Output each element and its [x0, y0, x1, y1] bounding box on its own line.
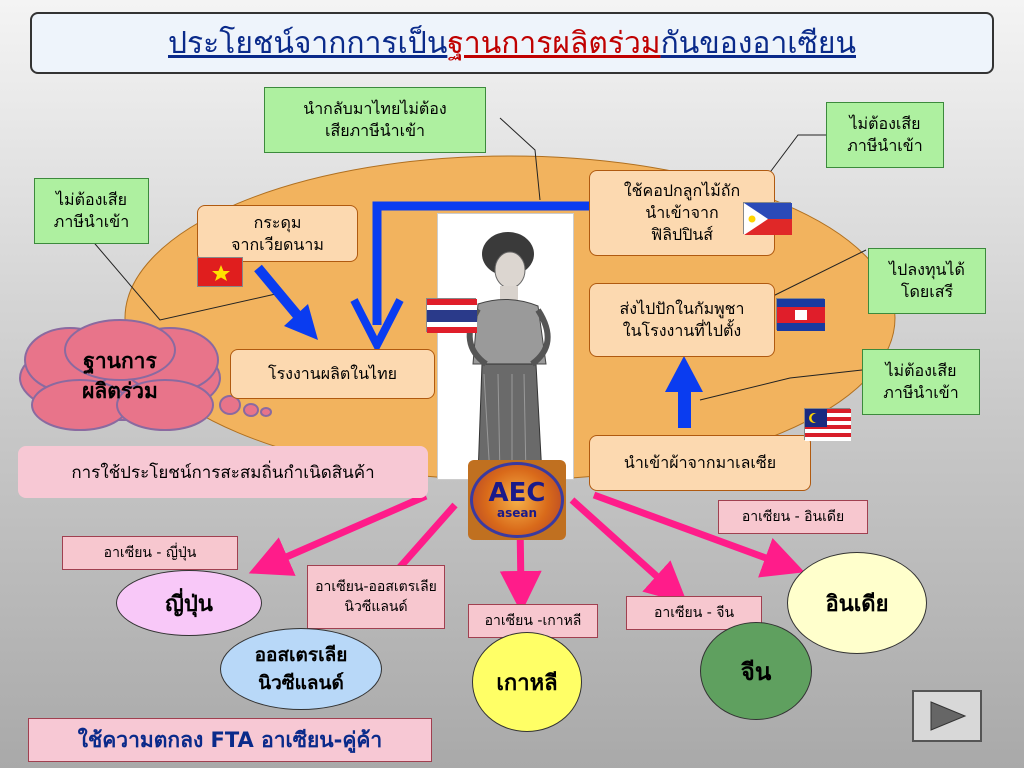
note-line: ไปลงทุนได้	[889, 260, 965, 279]
connector-lines	[89, 117, 867, 401]
note-line: ภาษีนำเข้า	[847, 136, 923, 155]
philippines-flag-icon	[743, 202, 792, 235]
cloud-bubble-small	[260, 407, 272, 417]
note-return-to-thailand: นำกลับมาไทยไม่ต้อง เสียภาษีนำเข้า	[264, 87, 486, 153]
partner-korea: เกาหลี	[472, 632, 582, 732]
note-line: นำกลับมาไทยไม่ต้อง	[303, 99, 447, 118]
cambodia-flag-shapes	[777, 299, 825, 331]
agreement-line: นิวซีแลนด์	[344, 599, 408, 615]
cloud-label-line1: ฐานการ	[83, 349, 157, 373]
step-line: จากเวียดนาม	[231, 234, 324, 254]
agreement-asean-australia-nz: อาเซียน-ออสเตรเลีย นิวซีแลนด์	[307, 565, 445, 629]
cloud-bubble-medium	[243, 403, 259, 417]
aec-logo-subtext: asean	[496, 506, 538, 520]
note-line: ภาษีนำเข้า	[53, 212, 130, 231]
thailand-flag-icon	[426, 298, 477, 333]
partner-china: จีน	[700, 622, 812, 720]
thailand-flag-stripes	[427, 299, 477, 333]
step-buttons-vietnam: กระดุม จากเวียดนาม	[197, 205, 358, 262]
title-part1: ประโยชน์จากการเป็น	[168, 25, 448, 61]
vietnam-flag-star	[212, 265, 230, 281]
agreement-asean-india: อาเซียน - อินเดีย	[718, 500, 868, 534]
note-line: ไม่ต้องเสีย	[885, 361, 957, 380]
vietnam-flag-icon	[197, 257, 243, 287]
step-embroidery-cambodia: ส่งไปปักในกัมพูชา ในโรงงานที่ไปตั้ง	[589, 283, 775, 357]
aec-logo-text: AEC	[488, 478, 546, 508]
note-line: ไม่ต้องเสีย	[849, 114, 921, 133]
fta-caption: ใช้ความตกลง FTA อาเซียน-คู่ค้า	[28, 718, 432, 762]
step-line: ในโรงงานที่ไปตั้ง	[622, 321, 742, 340]
step-line: กระดุม	[253, 212, 302, 232]
philippines-flag-shapes	[744, 203, 792, 235]
woman-figure-image	[437, 213, 574, 480]
partner-line: นิวซีแลนด์	[258, 672, 344, 694]
malaysia-flag-icon	[804, 408, 851, 441]
step-line: ใช้คอปกลูกไม้ถัก	[623, 181, 741, 200]
title-part3: กันของอาเซียน	[660, 25, 856, 61]
step-factory-thailand: โรงงานผลิตในไทย	[230, 349, 435, 399]
page-title: ประโยชน์จากการเป็นฐานการผลิตร่วมกันของอา…	[30, 12, 994, 74]
woman-figure-drawing	[466, 232, 551, 477]
cloud-label: ฐานการ ผลิตร่วม	[40, 346, 200, 406]
note-line: ภาษีนำเข้า	[883, 383, 959, 402]
title-part2: ฐานการผลิตร่วม	[447, 25, 661, 61]
partner-line: ออสเตรเลีย	[254, 644, 348, 666]
rules-of-origin-banner: การใช้ประโยชน์การสะสมถิ่นกำเนิดสินค้า	[18, 446, 428, 498]
cloud-bubble-large	[219, 395, 241, 415]
step-line: ฟิลิปปินส์	[650, 225, 714, 244]
note-no-import-tax-left: ไม่ต้องเสีย ภาษีนำเข้า	[34, 178, 149, 244]
partner-australia-nz: ออสเตรเลีย นิวซีแลนด์	[220, 628, 382, 710]
aec-logo: AEC asean	[468, 460, 566, 540]
note-line: เสียภาษีนำเข้า	[325, 121, 425, 140]
step-fabric-malaysia: นำเข้าผ้าจากมาเลเซีย	[589, 435, 811, 491]
step-line: นำเข้าจาก	[645, 203, 719, 222]
note-no-import-tax-top-right: ไม่ต้องเสีย ภาษีนำเข้า	[826, 102, 944, 168]
agreement-asean-korea: อาเซียน -เกาหลี	[468, 604, 598, 638]
note-line: ไม่ต้องเสีย	[55, 190, 127, 209]
step-line: ส่งไปปักในกัมพูชา	[619, 299, 745, 318]
aec-logo-emblem: AEC asean	[470, 462, 564, 538]
malaysia-flag-shapes	[805, 409, 851, 441]
agreement-asean-japan: อาเซียน - ญี่ปุ่น	[62, 536, 238, 570]
blue-arrows	[254, 201, 703, 428]
next-slide-button[interactable]	[912, 690, 982, 742]
cloud-label-line2: ผลิตร่วม	[82, 379, 158, 403]
note-free-investment: ไปลงทุนได้ โดยเสรี	[868, 248, 986, 314]
cambodia-flag-icon	[776, 298, 825, 331]
play-button-icon	[930, 701, 967, 731]
note-line: โดยเสรี	[900, 282, 954, 301]
cloud-shape	[19, 319, 221, 431]
partner-japan: ญี่ปุ่น	[116, 570, 262, 636]
partner-india: อินเดีย	[787, 552, 927, 654]
note-no-import-tax-low-right: ไม่ต้องเสีย ภาษีนำเข้า	[862, 349, 980, 415]
agreement-line: อาเซียน-ออสเตรเลีย	[315, 579, 437, 595]
